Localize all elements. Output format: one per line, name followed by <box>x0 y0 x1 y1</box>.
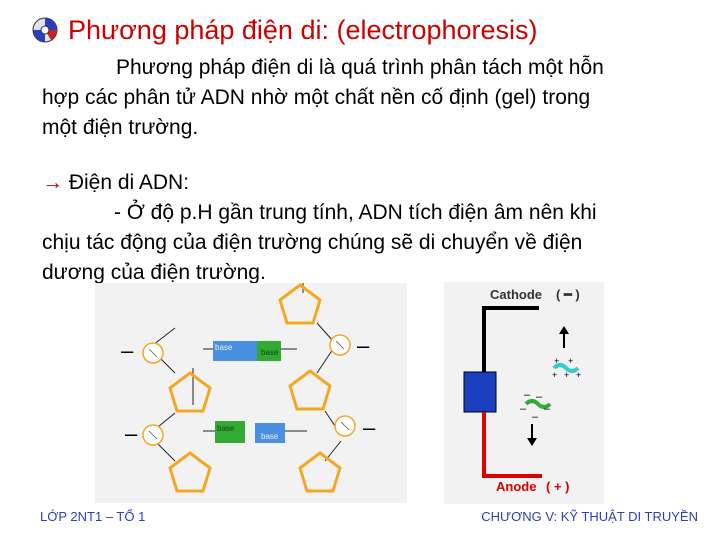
slide-title: Phương pháp điện di: (electrophoresis) <box>30 10 538 50</box>
svg-text:+: + <box>552 370 557 380</box>
base-label-4: base <box>261 432 279 441</box>
dna-structure-diagram: – – – – base base base base <box>95 283 407 503</box>
charge-minus-1: – <box>121 338 134 363</box>
charge-minus-2: – <box>125 421 138 446</box>
explanation-line-3: dương của điện trường. <box>42 261 266 284</box>
svg-text:–: – <box>520 403 527 415</box>
cathode-wire <box>482 306 539 372</box>
gel-block <box>463 371 497 413</box>
definition-line-2: hợp các phân tử ADN nhờ một chất nền cố … <box>42 86 591 109</box>
svg-text:–: – <box>536 391 543 403</box>
svg-text:+: + <box>568 356 573 366</box>
definition-line-3: một điện trường. <box>42 116 199 139</box>
base-label-1: base <box>215 343 233 352</box>
molecule-icon <box>32 17 58 43</box>
definition-line-1: Phương pháp điện di là quá trình phân tá… <box>116 56 604 79</box>
explanation-line-2: chịu tác động của điện trường chúng sẽ d… <box>42 231 583 254</box>
svg-text:–: – <box>532 411 539 423</box>
explanation-line-1: - Ở độ p.H gần trung tính, ADN tích điện… <box>114 201 597 224</box>
svg-text:–: – <box>524 389 531 401</box>
electrophoresis-diagram: Cathode ( ━ ) ++ +++ –– –– – Anode ( + ) <box>444 282 604 504</box>
footer-left: LỚP 2NT1 – TỔ 1 <box>40 509 146 524</box>
definition-paragraph: Phương pháp điện di là quá trình phân tá… <box>42 53 682 143</box>
negative-molecule-icon <box>524 399 552 409</box>
cathode-sign: ( ━ ) <box>556 287 580 302</box>
arrow-icon: → <box>42 171 63 194</box>
dna-electrophoresis-paragraph: → Điện di ADN: - Ở độ p.H gần trung tính… <box>42 168 682 288</box>
anode-sign: ( + ) <box>546 479 569 494</box>
cathode-label: Cathode <box>490 287 542 302</box>
charge-minus-4: – <box>363 415 376 440</box>
base-label-2: base <box>261 348 279 357</box>
anode-label: Anode <box>496 479 536 494</box>
base-label-3: base <box>217 424 235 433</box>
footer-right: CHƯƠNG V: KỸ THUẬT DI TRUYỀN <box>481 509 698 524</box>
svg-text:+: + <box>564 370 569 380</box>
charge-minus-3: – <box>357 333 370 358</box>
svg-text:+: + <box>576 370 581 380</box>
svg-text:–: – <box>544 403 551 415</box>
anode-wire <box>482 412 542 478</box>
section-heading: Điện di ADN: <box>63 171 190 194</box>
title-text: Phương pháp điện di: (electrophoresis) <box>68 14 538 45</box>
positive-molecule-icon <box>552 363 580 373</box>
svg-text:+: + <box>554 356 559 366</box>
